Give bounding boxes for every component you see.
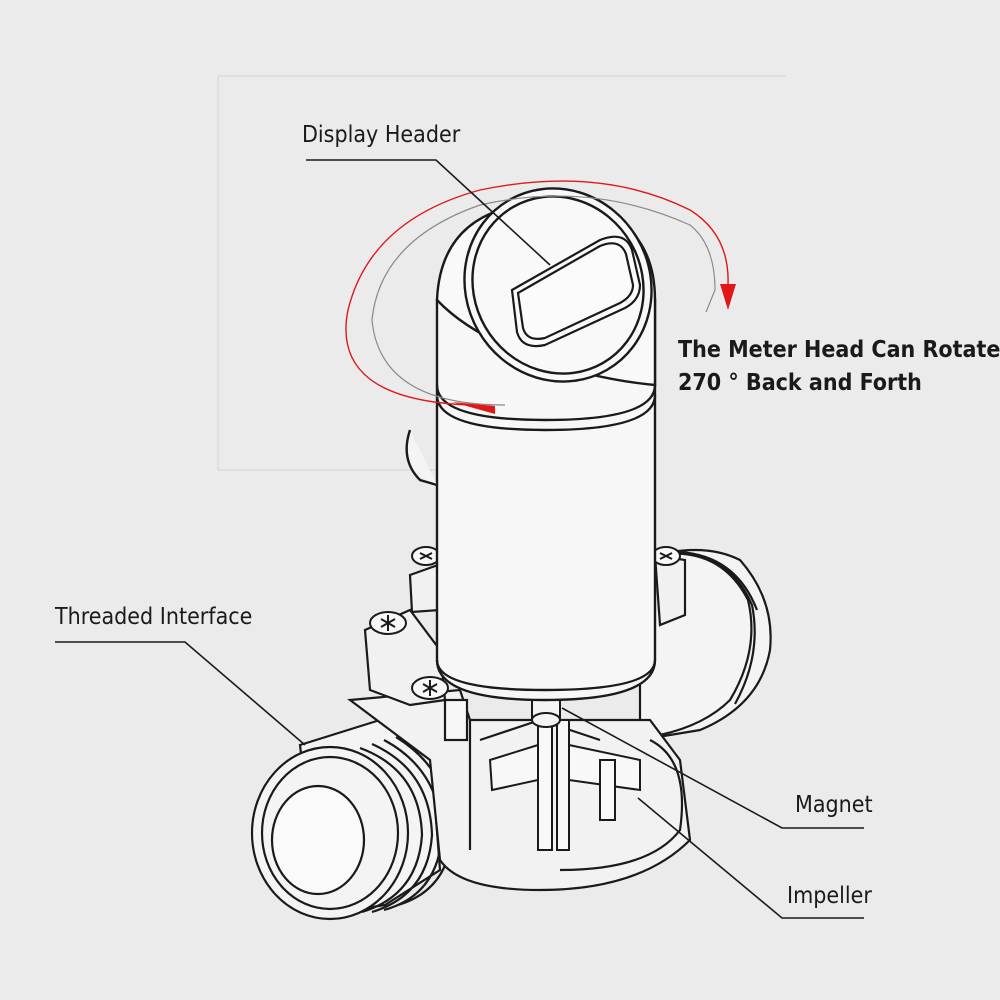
- impeller-blades: [488, 719, 641, 851]
- threaded-interface-label: Threaded Interface: [55, 604, 253, 630]
- threaded-inlet-left: [250, 718, 454, 921]
- leader-impeller: [637, 797, 864, 919]
- impeller-label: Impeller: [787, 883, 872, 909]
- rotation-note-line2: 270 ° Back and Forth: [678, 370, 922, 396]
- leader-display-header: [306, 159, 551, 266]
- magnet-label: Magnet: [795, 792, 873, 818]
- rotation-note-line1: The Meter Head Can Rotate: [678, 337, 1000, 363]
- rotation-arrow: [345, 180, 736, 414]
- meter-base-housing: [347, 688, 692, 892]
- display-screen: [510, 235, 642, 348]
- display-header-label: Display Header: [302, 122, 461, 148]
- leader-threaded-interface: [55, 641, 306, 746]
- leader-lines: [55, 159, 864, 919]
- screw-head: [369, 546, 681, 700]
- leader-magnet: [561, 707, 864, 829]
